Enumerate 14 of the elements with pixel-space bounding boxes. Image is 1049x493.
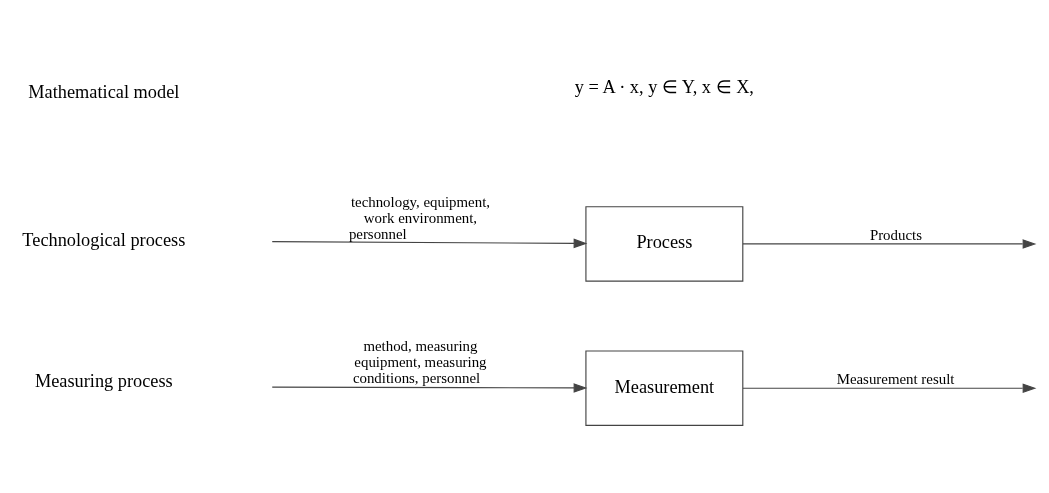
arrow	[742, 383, 1037, 394]
edge-label: technology, equipment, work environment, personnel	[348, 193, 490, 242]
arrow	[271, 238, 588, 249]
edge-label: method, measuring equipment, measuring conditions, personnel	[352, 337, 487, 386]
edge-label: Products	[869, 226, 922, 243]
label: Mathematical model	[28, 82, 180, 103]
label: Measuring process	[34, 370, 173, 391]
node-box: Process	[585, 206, 744, 282]
arrow	[742, 239, 1037, 249]
edge-label: Measurement result	[836, 371, 955, 388]
label: y = A · x, y ∈ Y, x ∈ X,	[574, 76, 754, 97]
label: Technological process	[22, 229, 186, 250]
node-box: Measurement	[585, 350, 744, 426]
arrow	[271, 383, 588, 393]
